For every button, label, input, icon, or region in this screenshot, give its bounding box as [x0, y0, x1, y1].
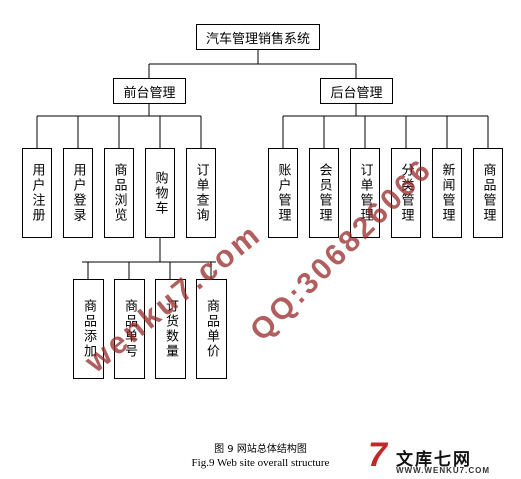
back-leaf: 分类管理: [391, 148, 421, 238]
root-node: 汽车管理销售系统: [196, 24, 320, 50]
cart-leaf: 商品单号: [114, 279, 145, 379]
back-leaf: 账户管理: [268, 148, 298, 238]
cart-leaf: 商品单价: [196, 279, 227, 379]
front-node: 前台管理: [113, 78, 186, 104]
cart-leaf: 订货数量: [155, 279, 186, 379]
front-leaf: 购物车: [145, 148, 175, 238]
cart-leaf: 商品添加: [73, 279, 104, 379]
front-leaf: 用户登录: [63, 148, 93, 238]
front-leaf: 订单查询: [186, 148, 216, 238]
figure-caption-cn: 图 9 网站总体结构图: [214, 444, 307, 455]
logo-mark-icon: 7: [368, 436, 387, 474]
back-leaf: 会员管理: [309, 148, 339, 238]
back-leaf: 订单管理: [350, 148, 380, 238]
figure-caption-en: Fig.9 Web site overall structure: [191, 457, 330, 469]
logo-name: 文库七网: [396, 450, 472, 469]
front-leaf: 用户注册: [22, 148, 52, 238]
front-leaf: 商品浏览: [104, 148, 134, 238]
back-leaf: 新闻管理: [432, 148, 462, 238]
logo-url: WWW.WENKU7.COM: [396, 466, 490, 475]
back-leaf: 商品管理: [473, 148, 503, 238]
back-node: 后台管理: [320, 78, 393, 104]
connector-lines: [36, 50, 489, 279]
